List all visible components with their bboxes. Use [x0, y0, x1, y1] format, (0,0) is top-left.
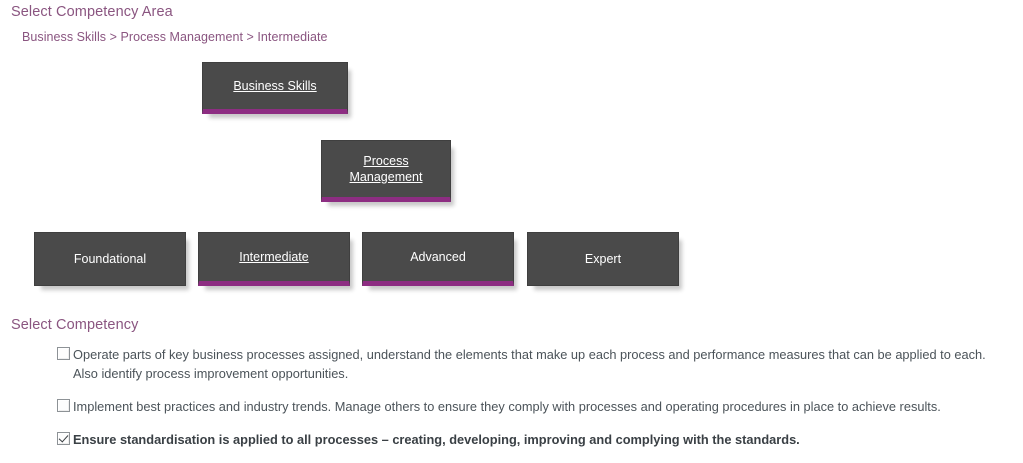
tile-advanced-label: Advanced	[410, 250, 466, 264]
competency-item[interactable]: Implement best practices and industry tr…	[57, 397, 1012, 416]
competency-list: Operate parts of key business processes …	[57, 345, 1012, 463]
competency-item[interactable]: Ensure standardisation is applied to all…	[57, 430, 1012, 449]
tile-advanced[interactable]: Advanced	[362, 232, 514, 286]
tile-foundational-label: Foundational	[73, 252, 147, 266]
tile-process-management[interactable]: Process Management	[321, 140, 451, 202]
tile-expert-label: Expert	[584, 252, 622, 266]
competency-checkbox[interactable]	[57, 347, 70, 360]
page-title-select-competency-area: Select Competency Area	[11, 4, 173, 20]
competency-label: Implement best practices and industry tr…	[73, 399, 941, 414]
tile-process-management-label-line1: Process	[363, 154, 409, 168]
tile-foundational[interactable]: Foundational	[34, 232, 186, 286]
competency-label: Operate parts of key business processes …	[73, 347, 986, 381]
competency-checkbox[interactable]	[57, 432, 70, 445]
tile-business-skills-label: Business Skills	[233, 79, 317, 93]
competency-checkbox[interactable]	[57, 399, 70, 412]
competency-item[interactable]: Operate parts of key business processes …	[57, 345, 1012, 383]
tile-intermediate[interactable]: Intermediate	[198, 232, 350, 286]
breadcrumb: Business Skills > Process Management > I…	[22, 30, 328, 44]
tile-expert[interactable]: Expert	[527, 232, 679, 286]
section-title-select-competency: Select Competency	[11, 317, 139, 333]
tile-process-management-label: Process Management	[344, 153, 429, 185]
competency-label: Ensure standardisation is applied to all…	[73, 432, 800, 447]
tile-intermediate-label: Intermediate	[239, 250, 309, 264]
tile-process-management-label-line2: Management	[349, 170, 423, 184]
tile-business-skills[interactable]: Business Skills	[202, 62, 348, 114]
